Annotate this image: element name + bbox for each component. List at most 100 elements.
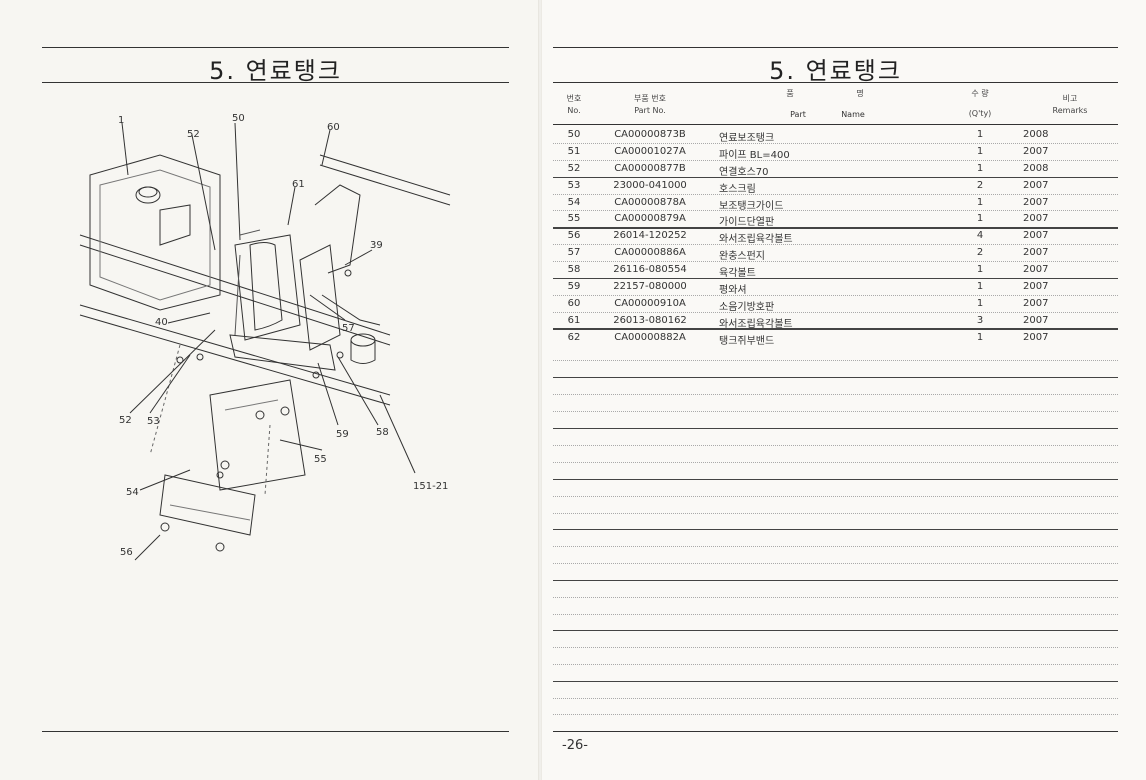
header-name-kr-2: 명 bbox=[856, 89, 864, 98]
row-rule bbox=[553, 664, 1118, 665]
table-row: 62 CA00000882A 탱크쥐부밴드 1 2007 bbox=[553, 330, 1118, 347]
header-no-en: No. bbox=[567, 106, 581, 115]
row-rule bbox=[553, 159, 1118, 161]
row-rule bbox=[553, 462, 1118, 463]
cell-no: 60 bbox=[567, 297, 581, 309]
row-rule bbox=[553, 614, 1118, 615]
table-row: 61 26013-080162 와서조립육각볼트 3 2007 bbox=[553, 313, 1118, 330]
callout-label: 61 bbox=[292, 179, 305, 190]
cell-part-no: CA00001027A bbox=[614, 145, 686, 157]
left-page-title: 5. 연료탱크 bbox=[209, 57, 342, 85]
table-row: 55 CA00000879A 가이드단열판 1 2007 bbox=[553, 211, 1118, 228]
right-page bbox=[540, 0, 1146, 780]
cell-qty: 1 bbox=[976, 297, 984, 309]
group-rule bbox=[553, 479, 1118, 480]
cell-name: 육각볼트 bbox=[719, 268, 756, 280]
callout-label: 39 bbox=[370, 240, 383, 251]
callout-label: 52 bbox=[119, 415, 132, 426]
cell-part-no: 26013-080162 bbox=[613, 314, 687, 326]
cell-part-no: CA00000886A bbox=[614, 247, 686, 259]
cell-no: 52 bbox=[567, 162, 581, 174]
cell-part-no: CA00000878A bbox=[614, 196, 686, 208]
cell-part-no: CA00000882A bbox=[614, 331, 686, 343]
cell-no: 51 bbox=[567, 145, 581, 157]
cell-qty: 1 bbox=[976, 213, 984, 225]
cell-name: 소음기방호판 bbox=[719, 301, 775, 313]
row-rule bbox=[553, 496, 1118, 497]
cell-remarks: 2007 bbox=[1023, 213, 1049, 225]
callout-label: 54 bbox=[126, 487, 139, 498]
right-title-rule bbox=[553, 82, 1118, 83]
callout-label: 1 bbox=[118, 115, 124, 126]
cell-remarks: 2007 bbox=[1023, 179, 1049, 191]
table-row: 54 CA00000878A 보조탱크가이드 1 2007 bbox=[553, 195, 1118, 212]
header-remarks: 비고 Remarks bbox=[1040, 93, 1100, 117]
row-rule bbox=[553, 411, 1118, 412]
row-rule bbox=[553, 394, 1118, 395]
row-rule bbox=[553, 647, 1118, 648]
table-row: 52 CA00000877B 연결호스70 1 2008 bbox=[553, 161, 1118, 178]
cell-remarks: 2007 bbox=[1023, 331, 1049, 343]
row-rule bbox=[553, 546, 1118, 547]
callout-label: 57 bbox=[342, 323, 355, 334]
cell-no: 62 bbox=[567, 331, 581, 343]
page-number: -26- bbox=[562, 738, 588, 753]
header-name-kr-1: 품 bbox=[786, 89, 794, 98]
parts-table: 50 CA00000873B 연료보조탱크 1 2008 51 CA000010… bbox=[553, 127, 1118, 347]
cell-remarks: 2007 bbox=[1023, 297, 1049, 309]
row-rule bbox=[553, 360, 1118, 361]
cell-part-no: 23000-041000 bbox=[613, 179, 687, 191]
header-part-no: 부품 번호 Part No. bbox=[595, 93, 705, 117]
cell-remarks: 2008 bbox=[1023, 129, 1049, 140]
row-rule bbox=[553, 261, 1118, 263]
header-part-no-en: Part No. bbox=[634, 106, 666, 115]
group-rule bbox=[553, 228, 1118, 229]
row-rule bbox=[553, 244, 1118, 246]
cell-name: 연결호스70 bbox=[719, 166, 769, 178]
right-bottom-rule bbox=[553, 731, 1118, 732]
right-top-rule bbox=[553, 47, 1118, 48]
table-row: 59 22157-080000 평와셔 1 2007 bbox=[553, 279, 1118, 296]
fuel-tank-exploded-diagram: 1 52 50 60 61 39 40 57 52 53 59 58 55 15… bbox=[79, 113, 451, 561]
cell-name: 탱크쥐부밴드 bbox=[719, 335, 775, 347]
callout-label: 59 bbox=[336, 429, 349, 440]
cell-remarks: 2007 bbox=[1023, 247, 1049, 259]
cell-no: 54 bbox=[567, 196, 581, 208]
group-rule bbox=[553, 681, 1118, 682]
cell-qty: 1 bbox=[976, 331, 984, 343]
cell-qty: 1 bbox=[976, 129, 984, 140]
cell-name: 호스크림 bbox=[719, 183, 756, 195]
table-row: 51 CA00001027A 파이프 BL=400 1 2007 bbox=[553, 144, 1118, 161]
callout-label: 56 bbox=[120, 547, 133, 558]
row-rule bbox=[553, 445, 1118, 446]
header-name-en-1: Part bbox=[790, 110, 806, 119]
cell-no: 59 bbox=[567, 281, 581, 293]
cell-name: 보조탱크가이드 bbox=[719, 200, 784, 212]
row-rule bbox=[553, 142, 1118, 144]
cell-no: 58 bbox=[567, 264, 581, 276]
group-rule bbox=[553, 377, 1118, 378]
group-rule bbox=[553, 630, 1118, 631]
cell-name: 평와셔 bbox=[719, 285, 747, 297]
group-rule bbox=[553, 529, 1118, 530]
left-page bbox=[0, 0, 540, 780]
callout-label: 40 bbox=[155, 317, 168, 328]
table-row: 56 26014-120252 와서조립육각볼트 4 2007 bbox=[553, 228, 1118, 245]
cell-name: 와서조립육각볼트 bbox=[719, 318, 793, 330]
cell-no: 61 bbox=[567, 314, 581, 326]
cell-name: 와서조립육각볼트 bbox=[719, 234, 793, 246]
cell-qty: 1 bbox=[976, 196, 984, 208]
left-bottom-rule bbox=[42, 731, 509, 732]
cell-remarks: 2007 bbox=[1023, 314, 1049, 326]
cell-part-no: 26116-080554 bbox=[613, 264, 687, 276]
cell-remarks: 2008 bbox=[1023, 162, 1049, 174]
cell-remarks: 2007 bbox=[1023, 281, 1049, 293]
cell-qty: 1 bbox=[976, 264, 984, 276]
header-name-en-2: Name bbox=[841, 110, 865, 119]
row-rule bbox=[553, 513, 1118, 514]
row-rule bbox=[553, 311, 1118, 313]
group-rule bbox=[553, 580, 1118, 581]
cell-remarks: 2007 bbox=[1023, 230, 1049, 242]
cell-name: 가이드단열판 bbox=[719, 217, 775, 229]
table-row: 60 CA00000910A 소음기방호판 1 2007 bbox=[553, 296, 1118, 313]
